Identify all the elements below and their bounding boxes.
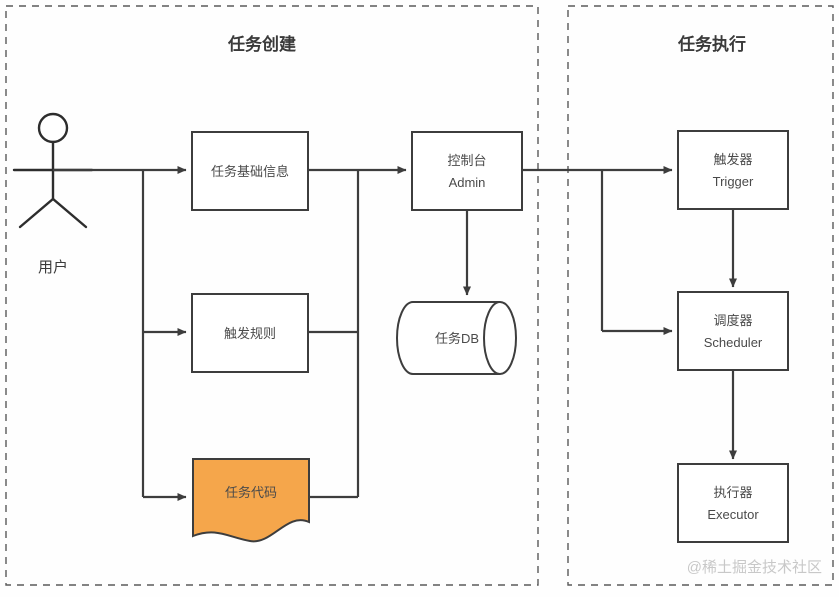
panel-title-task-execution: 任务执行 (677, 34, 746, 54)
actor-user: 用户 (12, 112, 94, 276)
node-console-admin-label-cn: 控制台 (447, 153, 486, 168)
node-scheduler[interactable] (677, 291, 789, 371)
panel-title-task-creation: 任务创建 (227, 34, 296, 54)
node-task-code-label: 任务代码 (225, 485, 277, 500)
stick-figure-head-icon (37, 112, 69, 144)
node-console-admin-label-en: Admin (449, 175, 486, 190)
panel-task-creation (5, 5, 539, 586)
node-console-admin[interactable] (411, 131, 523, 211)
node-trigger-rule-label: 触发规则 (224, 326, 276, 341)
node-task-basic-info[interactable] (191, 131, 309, 211)
stick-figure-legs-icon (18, 197, 88, 229)
actor-label: 用户 (38, 259, 68, 276)
node-task-basic-info-label: 任务基础信息 (211, 164, 289, 179)
node-executor[interactable] (677, 463, 789, 543)
node-task-db-label: 任务DB (435, 331, 479, 346)
panel-task-execution (567, 5, 834, 586)
node-scheduler-label-cn: 调度器 (713, 313, 752, 328)
node-trigger-label-cn: 触发器 (713, 152, 752, 167)
node-trigger-rule[interactable] (191, 293, 309, 373)
node-trigger[interactable] (677, 130, 789, 210)
node-task-code[interactable] (192, 458, 310, 543)
task-db-cylinder-cap-icon (483, 301, 501, 375)
node-task-db[interactable]: 任务DB (396, 301, 517, 375)
node-trigger-label-en: Trigger (713, 174, 754, 189)
node-executor-label-en: Executor (707, 507, 759, 522)
watermark: @稀土掘金技术社区 (687, 559, 822, 576)
node-scheduler-label-en: Scheduler (704, 335, 763, 350)
node-executor-label-cn: 执行器 (713, 485, 752, 500)
